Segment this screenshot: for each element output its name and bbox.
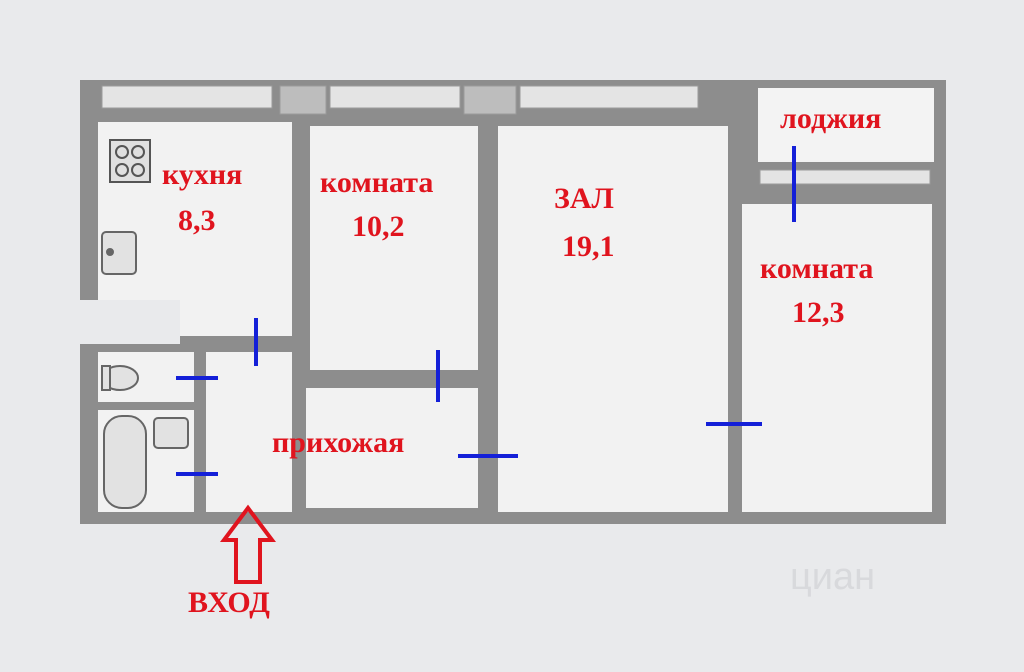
hallway-corridor-floor — [306, 388, 478, 508]
room-left-name: комната — [320, 166, 434, 199]
loggia-floor — [754, 84, 938, 166]
door-marks — [176, 146, 796, 476]
hall-area: 19,1 — [562, 230, 615, 263]
room-left-area: 10,2 — [352, 210, 405, 243]
corridor-gap — [80, 300, 180, 344]
room-right-floor — [742, 204, 932, 512]
sink-icon — [101, 231, 137, 275]
washbasin-icon — [153, 417, 189, 449]
kitchen-name: кухня — [162, 158, 243, 191]
bathtub-icon — [103, 415, 147, 509]
toilet-icon — [101, 365, 139, 391]
room-right-area: 12,3 — [792, 296, 845, 329]
kitchen-area: 8,3 — [178, 204, 216, 237]
watermark: циан — [790, 556, 876, 598]
hall-name: ЗАЛ — [554, 182, 614, 215]
stove-icon — [109, 139, 151, 183]
entrance-arrow — [220, 504, 276, 584]
hall-floor — [498, 126, 728, 512]
room-right-name: комната — [760, 252, 874, 285]
room-left-floor — [310, 126, 478, 370]
windows — [101, 85, 931, 185]
hallway-floor — [206, 352, 292, 512]
entrance-label: ВХОД — [188, 586, 270, 619]
hallway-name: прихожая — [272, 426, 405, 459]
loggia-name: лоджия — [780, 102, 882, 135]
